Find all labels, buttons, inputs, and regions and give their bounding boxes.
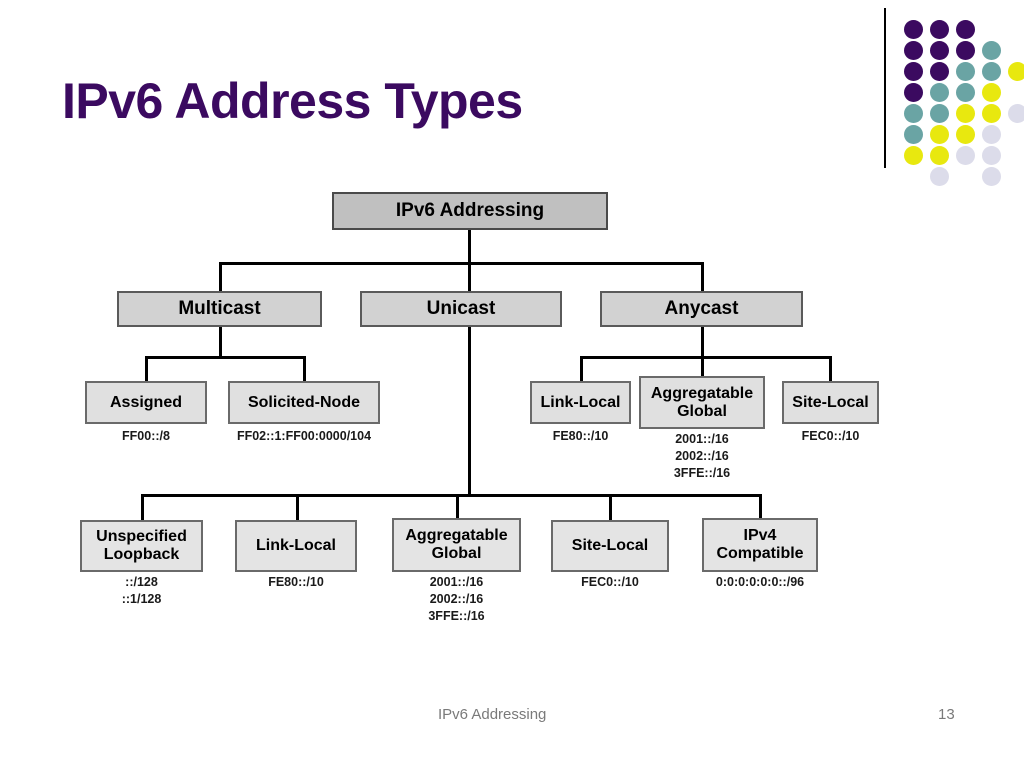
connector-drop-unicast-link-local bbox=[296, 494, 299, 520]
node-anycast[interactable]: Anycast bbox=[600, 291, 803, 327]
connector-drop-unicast-site-local bbox=[609, 494, 612, 520]
logo-dot-lavender bbox=[982, 146, 1001, 165]
footer-title: IPv6 Addressing bbox=[438, 706, 547, 723]
prefix-ipv4-compatible: 0:0:0:0:0:0::/96 bbox=[715, 575, 805, 589]
page-title: IPv6 Address Types bbox=[62, 73, 523, 129]
connector-drop-multicast bbox=[219, 262, 222, 292]
connector-root-stem bbox=[468, 230, 471, 262]
prefix-unspecified-loopback: ::/128::1/128 bbox=[121, 575, 162, 606]
logo-dot-teal bbox=[904, 104, 923, 123]
connector-multicast-stem bbox=[219, 327, 222, 356]
node-unicast-site-local[interactable]: Site-Local bbox=[551, 520, 669, 572]
logo-dot-yellow bbox=[1008, 62, 1024, 81]
logo-dot-lavender bbox=[956, 146, 975, 165]
logo-dot-yellow bbox=[982, 83, 1001, 102]
logo-dot-yellow bbox=[982, 104, 1001, 123]
connector-anycast-stem bbox=[701, 327, 704, 356]
logo-dot-purple bbox=[904, 62, 923, 81]
logo-divider-rule bbox=[884, 8, 886, 168]
connector-drop-unicast bbox=[468, 262, 471, 292]
logo-dot-purple bbox=[930, 62, 949, 81]
prefix-assigned: FF00::/8 bbox=[122, 429, 170, 443]
connector-drop-assigned bbox=[145, 356, 148, 381]
logo-dot-lavender bbox=[982, 125, 1001, 144]
node-ipv6-addressing[interactable]: IPv6 Addressing bbox=[332, 192, 608, 230]
connector-drop-solicited-node bbox=[303, 356, 306, 381]
node-unicast-link-local[interactable]: Link-Local bbox=[235, 520, 357, 572]
logo-dot-lavender bbox=[930, 167, 949, 186]
connector-drop-ipv4-compatible bbox=[759, 494, 762, 520]
logo-dot-lavender bbox=[1008, 104, 1024, 123]
node-unicast[interactable]: Unicast bbox=[360, 291, 562, 327]
prefix-anycast-site-local: FEC0::/10 bbox=[801, 429, 860, 443]
dot-grid-logo bbox=[884, 8, 1024, 186]
node-solicited-node[interactable]: Solicited-Node bbox=[228, 381, 380, 424]
prefix-unicast-site-local: FEC0::/10 bbox=[581, 575, 639, 589]
connector-drop-anycast bbox=[701, 262, 704, 292]
logo-dot-teal bbox=[904, 125, 923, 144]
prefix-solicited-node: FF02::1:FF00:0000/104 bbox=[236, 429, 372, 443]
logo-dot-teal bbox=[930, 83, 949, 102]
connector-anycast-bus bbox=[580, 356, 832, 359]
connector-drop-unspecified-loopback bbox=[141, 494, 144, 520]
logo-dot-teal bbox=[982, 62, 1001, 81]
node-anycast-link-local[interactable]: Link-Local bbox=[530, 381, 631, 424]
logo-dot-purple bbox=[930, 41, 949, 60]
logo-dot-yellow bbox=[956, 125, 975, 144]
connector-unicast-stem bbox=[468, 327, 471, 494]
logo-dot-purple bbox=[904, 83, 923, 102]
logo-dot-yellow bbox=[904, 146, 923, 165]
node-anycast-site-local[interactable]: Site-Local bbox=[782, 381, 879, 424]
connector-drop-anycast-aggregatable bbox=[701, 356, 704, 381]
logo-dot-purple bbox=[904, 20, 923, 39]
ipv6-address-types-tree: IPv6 Addressing Multicast Unicast Anycas… bbox=[80, 192, 879, 623]
logo-dot-teal bbox=[930, 104, 949, 123]
node-multicast[interactable]: Multicast bbox=[117, 291, 322, 327]
prefix-unicast-link-local: FE80::/10 bbox=[268, 575, 324, 589]
connector-unicast-bus bbox=[141, 494, 761, 497]
logo-dot-purple bbox=[904, 41, 923, 60]
connector-drop-anycast-link-local bbox=[580, 356, 583, 381]
connector-multicast-bus bbox=[145, 356, 306, 359]
logo-dot-teal bbox=[956, 83, 975, 102]
connector-drop-anycast-site-local bbox=[829, 356, 832, 381]
logo-dot-yellow bbox=[930, 146, 949, 165]
logo-dot-teal bbox=[956, 62, 975, 81]
logo-dot-teal bbox=[982, 41, 1001, 60]
logo-dot-purple bbox=[930, 20, 949, 39]
logo-dot-purple bbox=[956, 20, 975, 39]
connector-level2-bus bbox=[219, 262, 704, 265]
logo-dot-lavender bbox=[982, 167, 1001, 186]
logo-dot-yellow bbox=[930, 125, 949, 144]
node-assigned[interactable]: Assigned bbox=[85, 381, 207, 424]
logo-dot-yellow bbox=[956, 104, 975, 123]
connector-drop-unicast-aggregatable bbox=[456, 494, 459, 520]
logo-dot-purple bbox=[956, 41, 975, 60]
footer-page-number: 13 bbox=[938, 706, 955, 723]
prefix-anycast-link-local: FE80::/10 bbox=[552, 429, 609, 443]
